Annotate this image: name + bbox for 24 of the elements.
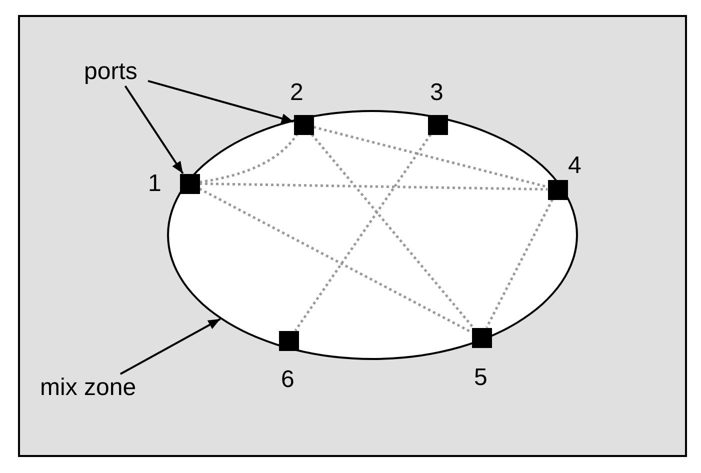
connection-line [486,198,554,328]
connection-line [199,134,298,184]
connection-line [313,126,548,188]
port-square [180,174,200,194]
connection-line [294,134,432,332]
port-number: 3 [430,79,444,107]
port-square [548,180,568,200]
leader-arrow [120,318,221,375]
connection-line [310,134,474,328]
port-square [428,114,448,134]
port-number: 4 [568,152,582,180]
connection-line [199,182,548,191]
callout-label: mix zone [40,374,150,402]
leader-arrow [148,80,294,124]
port-number: 5 [474,364,488,392]
port-square [278,330,298,350]
port-number: 1 [148,170,162,198]
port-number: 6 [281,366,294,394]
port-square [294,114,314,134]
port-number: 2 [290,79,304,107]
port-square [472,328,492,348]
connection-line [198,188,472,334]
leader-arrow [124,85,184,174]
callout-label: ports [84,58,148,86]
